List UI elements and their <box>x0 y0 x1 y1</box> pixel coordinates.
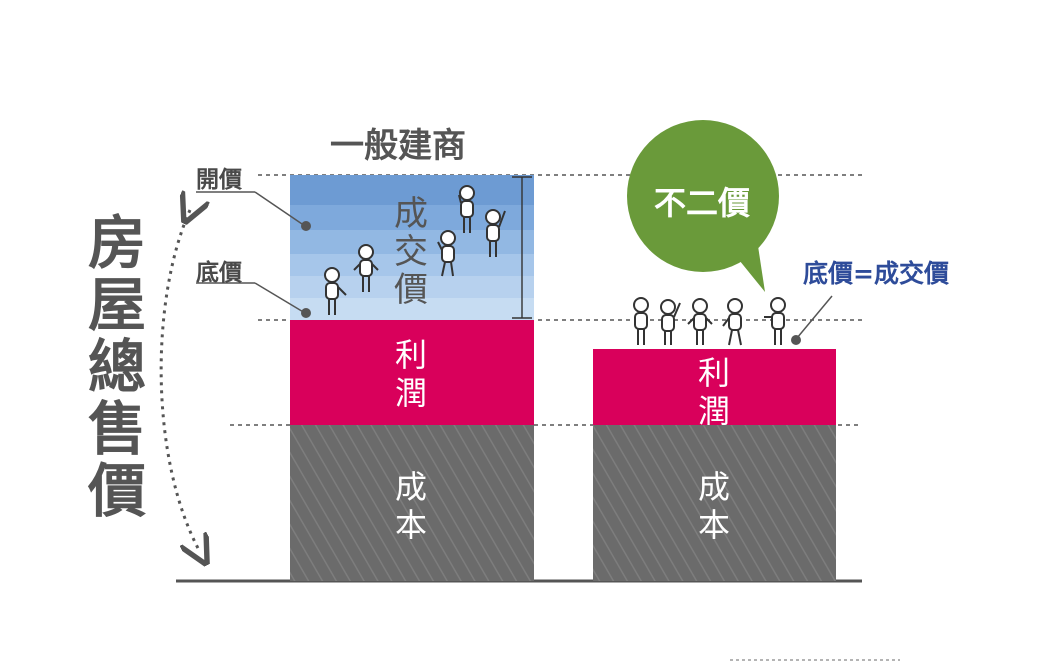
profit-text-fixed: 利潤 <box>697 354 730 430</box>
floor-equals-deal-label: 底價=成交價 <box>803 259 949 288</box>
cost-block-fixed <box>593 425 836 581</box>
cost-text-general: 成本 <box>394 468 427 544</box>
open-price-label: 開價 <box>196 167 242 193</box>
profit-text-general: 利潤 <box>394 336 427 412</box>
climbing-people-icon <box>324 185 506 315</box>
deal-range-bracket <box>512 176 532 319</box>
no-bargain-bubble <box>627 120 779 292</box>
deal-price-text: 成交價 <box>394 194 428 310</box>
standing-people-icon <box>633 297 786 346</box>
cost-block-general <box>290 425 534 581</box>
total-price-title: 房屋總售價 <box>87 209 146 525</box>
total-price-arrow <box>159 210 200 552</box>
no-bargain-text: 不二價 <box>654 184 751 222</box>
equation-leader <box>791 295 833 345</box>
general-builder-heading: 一般建商 <box>330 126 466 166</box>
profit-block-fixed <box>593 349 836 425</box>
cost-text-fixed: 成本 <box>697 468 730 544</box>
floor-price-label: 底價 <box>196 260 242 286</box>
profit-block-general <box>290 320 534 425</box>
